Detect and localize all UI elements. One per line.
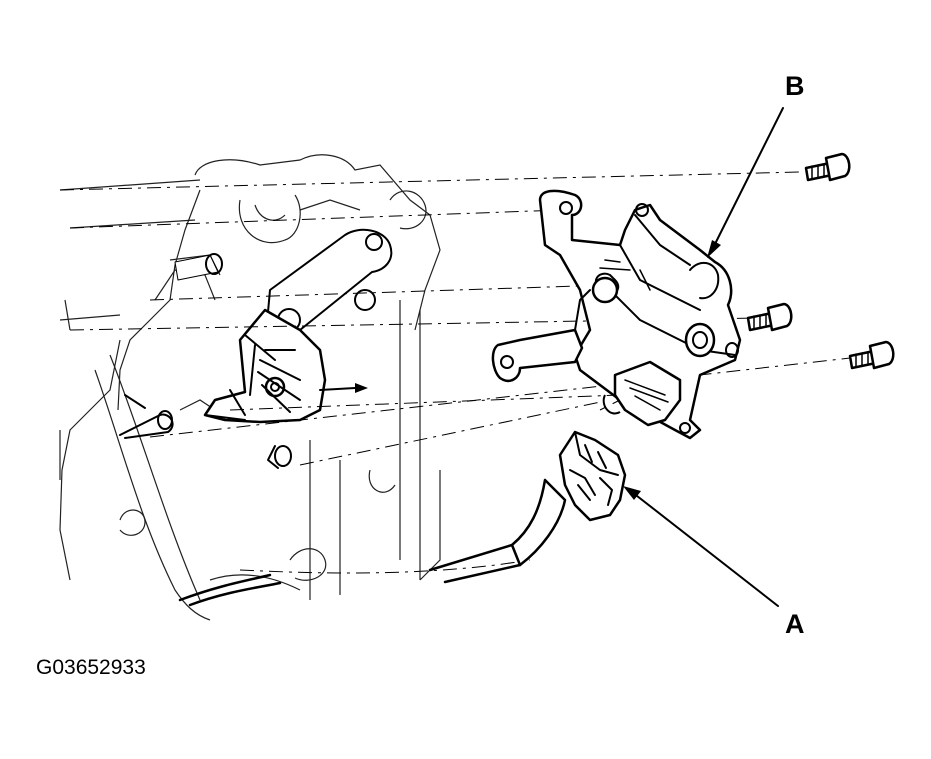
- bolt-icon-lower: [848, 340, 895, 370]
- alignment-lines: [59, 171, 851, 574]
- callout-label-b: B: [785, 71, 805, 101]
- callout-label-a: A: [785, 609, 805, 639]
- leader-line-a: [623, 486, 779, 607]
- transmission-housing-icon: [59, 154, 441, 621]
- bolt-icon-middle: [746, 302, 793, 332]
- harness-connector-icon: [178, 430, 627, 607]
- figure-code: G03652933: [36, 656, 146, 679]
- position-sensor-icon: [491, 189, 742, 440]
- leader-line-b: [707, 107, 784, 258]
- bolt-icon-top: [804, 152, 851, 182]
